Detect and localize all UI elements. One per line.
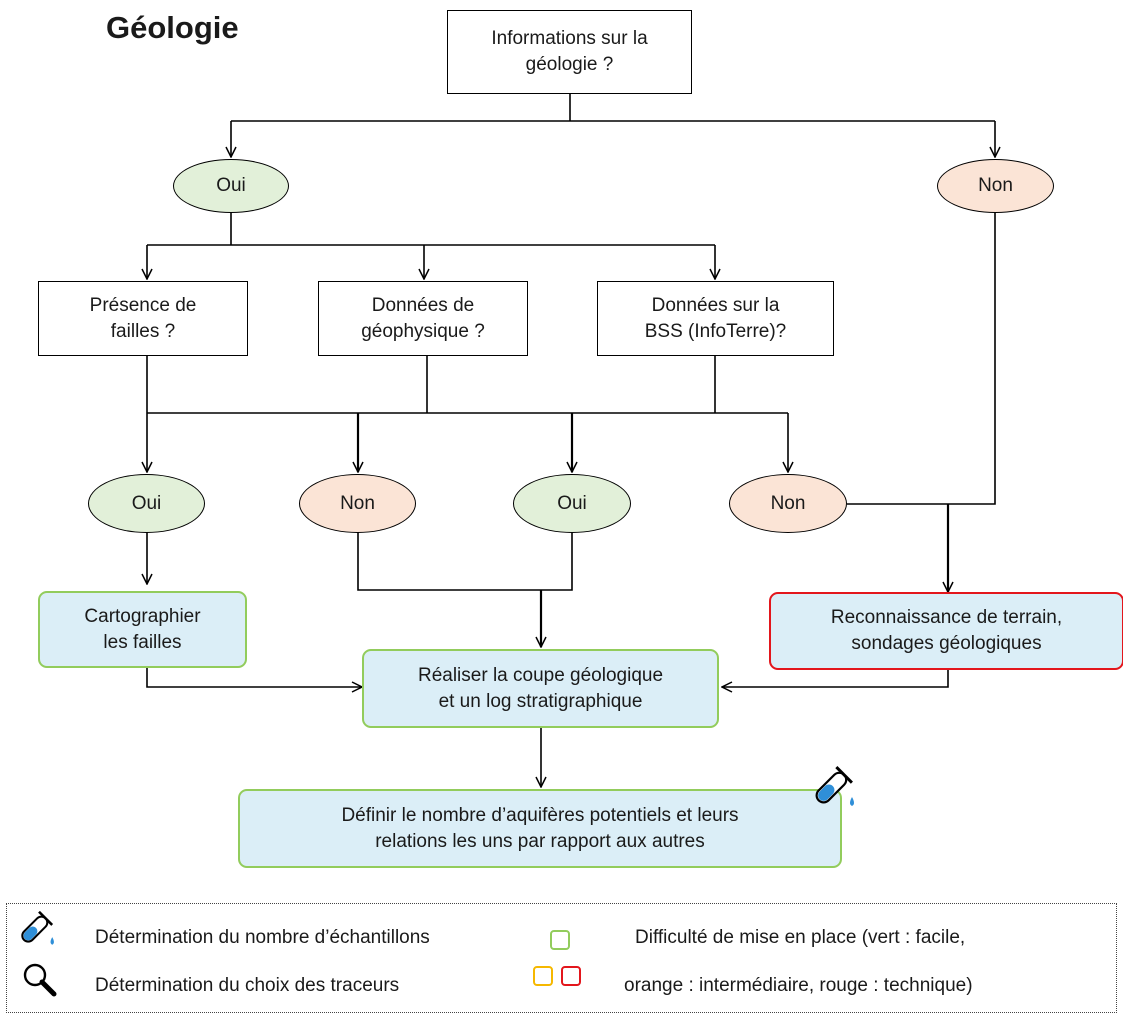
legend: Détermination du nombre d’échantillons D…	[6, 903, 1117, 1013]
action-line-2: relations les uns par rapport aux autres	[375, 830, 705, 852]
action-field-survey: Reconnaissance de terrain, sondages géol…	[769, 592, 1123, 670]
answer-no-top: Non	[937, 159, 1054, 213]
legend-samples-text: Détermination du nombre d’échantillons	[95, 927, 430, 948]
action-line-2: sondages géologiques	[851, 633, 1042, 654]
question-faults: Présence de failles ?	[38, 281, 248, 356]
test-tube-icon	[815, 766, 854, 806]
question-line-1: Données de	[371, 294, 475, 316]
action-line-2: les failles	[103, 631, 182, 653]
question-geology-info: Informations sur la géologie ?	[447, 10, 692, 94]
question-line-2: BSS (InfoTerre)?	[644, 320, 787, 342]
answer-no-geophysics: Non	[299, 474, 416, 533]
action-line-1: Reconnaissance de terrain,	[830, 607, 1063, 629]
question-line-2: failles ?	[110, 320, 176, 342]
action-define-aquifers: Définir le nombre d’aquifères potentiels…	[238, 789, 842, 868]
question-line-2: géophysique ?	[361, 320, 485, 342]
action-line-1: Définir le nombre d’aquifères potentiels…	[341, 804, 739, 826]
action-line-1: Cartographier	[84, 605, 201, 627]
legend-tracers-text: Détermination du choix des traceurs	[95, 975, 400, 996]
question-bss: Données sur la BSS (InfoTerre)?	[597, 281, 834, 356]
legend-difficulty-line-1: Difficulté de mise en place (vert : faci…	[635, 927, 966, 948]
action-geologic-section: Réaliser la coupe géologique et un log s…	[362, 649, 719, 728]
question-line-2: géologie ?	[525, 54, 614, 75]
legend-intermediate-square	[533, 966, 553, 986]
legend-easy-square	[550, 930, 570, 950]
answer-yes-faults: Oui	[88, 474, 205, 533]
question-line-1: Données sur la	[651, 294, 780, 316]
question-line-1: Présence de	[89, 294, 197, 316]
action-line-1: Réaliser la coupe géologique	[417, 664, 664, 686]
answer-no-bss: Non	[729, 474, 847, 533]
test-tube-icon	[21, 910, 54, 945]
action-map-faults: Cartographier les failles	[38, 591, 247, 668]
action-line-2: et un log stratigraphique	[438, 690, 643, 712]
legend-difficulty-line-2: orange : intermédiaire, rouge : techniqu…	[624, 975, 973, 996]
answer-yes-bss: Oui	[513, 474, 631, 533]
magnifier-icon	[23, 963, 57, 997]
question-line-1: Informations sur la	[491, 28, 648, 50]
legend-technical-square	[561, 966, 581, 986]
answer-yes-top: Oui	[173, 159, 289, 213]
question-geophysics: Données de géophysique ?	[318, 281, 528, 356]
page-title: Géologie	[106, 10, 239, 45]
